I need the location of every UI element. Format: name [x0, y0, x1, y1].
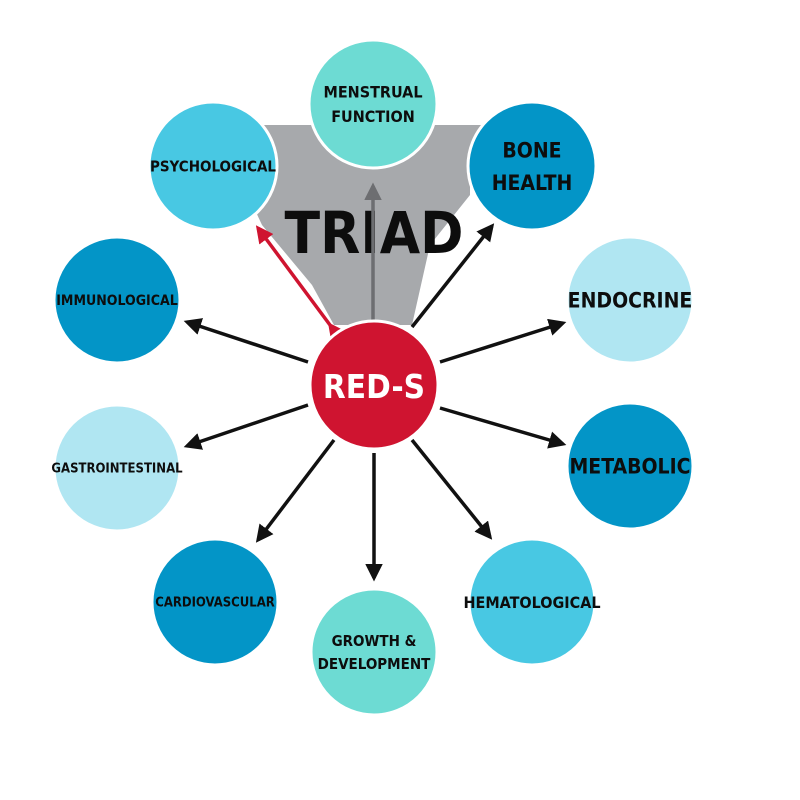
node-label-hematological: HEMATOLOGICAL [463, 593, 600, 612]
node-label-cardiovascular: CARDIOVASCULAR [155, 596, 275, 611]
arrow-to-metabolic [439, 406, 567, 449]
node-gastrointestinal: GASTROINTESTINAL [51, 403, 183, 533]
arrows [183, 182, 567, 582]
red-s-circle [308, 319, 440, 451]
node-circle-endocrine [565, 235, 695, 365]
node-cardiovascular: CARDIOVASCULAR [150, 537, 280, 667]
node-circle-bone-health [466, 100, 598, 232]
node-menstrual-function: MENSTRUAL FUNCTION [307, 38, 439, 170]
node-label-psychological: PSYCHOLOGICAL [150, 157, 276, 175]
node-label-menstrual-function-line-2: FUNCTION [331, 107, 415, 126]
arrow-to-endocrine [439, 318, 567, 364]
node-circle-psychological [147, 100, 279, 232]
node-circle-gastrointestinal [52, 403, 182, 533]
arrow-to-immunological [183, 318, 309, 364]
arrow-to-bone-health [410, 223, 495, 329]
node-immunological: IMMUNOLOGICAL [52, 235, 182, 365]
node-circle-cardiovascular [150, 537, 280, 667]
node-label-endocrine: ENDOCRINE [568, 289, 693, 313]
red-s-label: RED-S [323, 367, 425, 406]
node-circle-metabolic [565, 401, 695, 531]
arrow-to-gastrointestinal [183, 403, 309, 450]
node-bone-health: BONE HEALTH [466, 100, 598, 232]
node-label-metabolic: METABOLIC [570, 455, 691, 479]
node-label-bone-health-line-1: BONE [502, 138, 561, 162]
red-s-center: RED-S [308, 319, 440, 451]
double-arrow-psychological [255, 225, 346, 342]
arrow-to-hematological [410, 438, 493, 540]
node-label-bone-health-line-2: HEALTH [492, 171, 573, 195]
node-hematological: HEMATOLOGICAL [463, 537, 601, 667]
node-endocrine: ENDOCRINE [565, 235, 695, 365]
node-label-gastrointestinal: GASTROINTESTINAL [51, 462, 183, 477]
node-circle-menstrual-function [307, 38, 439, 170]
node-label-immunological: IMMUNOLOGICAL [56, 293, 178, 309]
node-circle-immunological [52, 235, 182, 365]
node-circle-growth-development [309, 587, 439, 717]
node-label-growth-development-line-1: GROWTH & [332, 632, 417, 650]
node-psychological: PSYCHOLOGICAL [147, 100, 279, 232]
nodes: MENSTRUAL FUNCTION BONE HEALTH ENDOCRINE META… [51, 38, 695, 717]
node-growth-development: GROWTH & DEVELOPMENT [309, 587, 439, 717]
node-circle-hematological [467, 537, 597, 667]
node-metabolic: METABOLIC [565, 401, 695, 531]
node-label-growth-development-line-2: DEVELOPMENT [318, 655, 431, 673]
arrow-to-cardiovascular [255, 438, 336, 543]
node-label-menstrual-function-line-1: MENSTRUAL [324, 82, 423, 101]
